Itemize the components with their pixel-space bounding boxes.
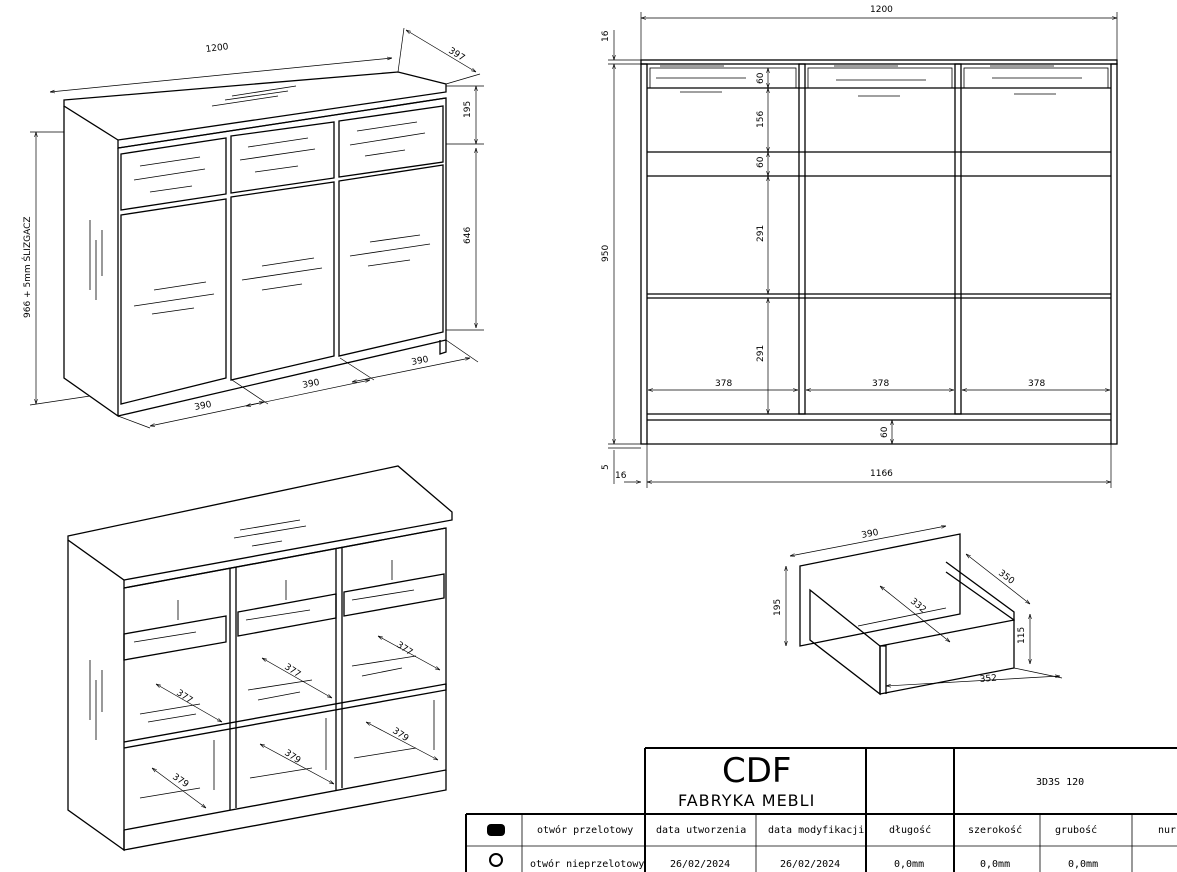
dim-top-thickness: 16 <box>601 30 611 42</box>
dim-drawer-front: 60 <box>756 72 766 84</box>
drawer-width: 390 <box>861 528 880 541</box>
header-length: długość <box>889 824 931 836</box>
dim-shelf-lower: 291 <box>756 345 766 362</box>
company-logo: CDF <box>722 751 791 791</box>
header-number: nur <box>1158 825 1176 836</box>
dim-drawer-space: 156 <box>756 111 766 128</box>
dim-compartment-b: 378 <box>872 379 889 389</box>
dim-top-width: 1200 <box>205 42 229 55</box>
dim-bottom-a: 390 <box>194 400 213 413</box>
dim-total-height: 966 + 5mm ŚLIZGACZ <box>21 216 33 318</box>
dim-plinth: 60 <box>880 426 890 438</box>
header-created: data utworzenia <box>656 825 746 836</box>
header-width: szerokość <box>968 824 1022 836</box>
dim-inner-depth-a: 377 <box>174 688 194 706</box>
legend-blind-hole: otwór nieprzelotowy <box>530 858 644 870</box>
through-hole-icon <box>487 824 505 836</box>
dim-front-width: 1200 <box>870 5 893 15</box>
value-created: 26/02/2024 <box>670 859 730 870</box>
dim-bottom-depth-a: 379 <box>170 772 190 790</box>
model-code: 3D3S 120 <box>1036 777 1084 788</box>
dim-compartment-c: 378 <box>1028 379 1045 389</box>
dim-compartment-a: 378 <box>715 379 732 389</box>
value-length: 0,0mm <box>894 859 924 870</box>
drawer-box-height: 115 <box>1017 627 1027 644</box>
legend-through-hole: otwór przelotowy <box>537 824 633 836</box>
dim-inner-width: 1166 <box>870 469 893 479</box>
value-width: 0,0mm <box>980 859 1010 870</box>
drawer-box-width: 352 <box>979 674 997 685</box>
dim-shelf-upper: 291 <box>756 225 766 242</box>
dim-bottom-depth-c: 379 <box>390 726 410 744</box>
dim-bottom-b: 390 <box>302 378 321 391</box>
value-thickness: 0,0mm <box>1068 859 1098 870</box>
dim-rail: 60 <box>756 156 766 168</box>
dim-glide: 5 <box>601 464 611 470</box>
dim-drawer-height: 195 <box>463 101 473 118</box>
drawer-view: 390 350 332 195 115 352 <box>773 526 1063 696</box>
dim-bottom-depth-b: 379 <box>282 748 302 766</box>
company-name: FABRYKA MEBLI <box>678 791 815 810</box>
header-thickness: grubość <box>1055 824 1097 836</box>
drawer-front-height: 195 <box>773 599 783 616</box>
header-modified: data modyfikacji <box>768 825 864 836</box>
dim-inner-depth-b: 377 <box>282 662 302 680</box>
open-cabinet-view: 377 377 377 379 379 379 <box>67 465 453 852</box>
dim-side-thickness: 16 <box>615 471 627 481</box>
closed-cabinet-view: 1200 397 195 646 966 + 5mm ŚLIZGACZ 390 … <box>21 27 484 429</box>
dim-inner-depth-c: 377 <box>394 640 414 658</box>
front-view: 1200 16 950 60 156 60 291 291 60 378 378… <box>601 5 1118 488</box>
blind-hole-icon <box>489 853 503 867</box>
dim-front-height: 950 <box>601 245 611 262</box>
drawer-depth: 350 <box>996 568 1016 586</box>
dim-bottom-c: 390 <box>411 355 430 368</box>
dim-door-height: 646 <box>463 227 473 244</box>
value-modified: 26/02/2024 <box>780 859 840 870</box>
dim-top-depth: 397 <box>446 46 466 64</box>
title-block: CDF FABRYKA MEBLI 3D3S 120 otwór przelot… <box>465 747 1177 872</box>
